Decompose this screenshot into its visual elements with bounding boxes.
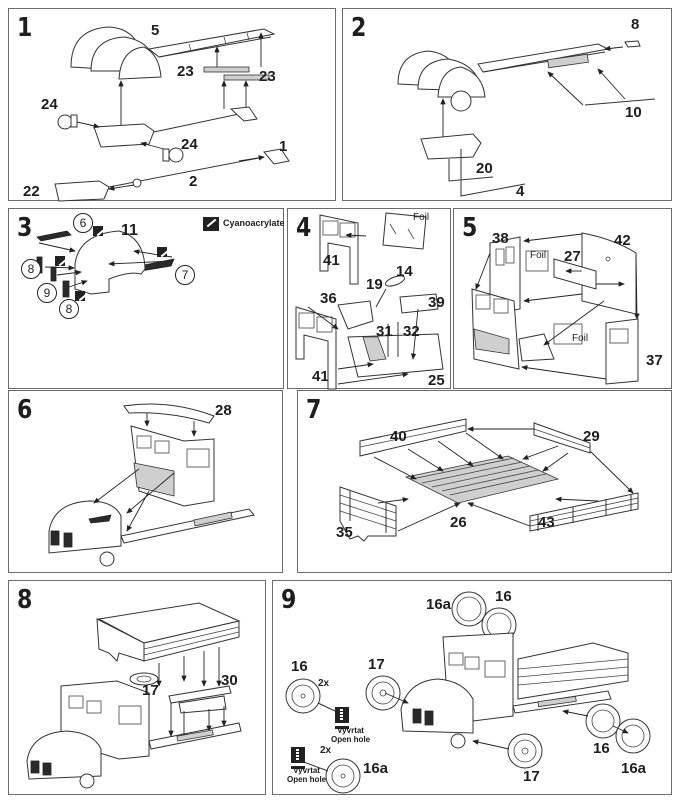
cyanoacrylate-legend-label: Cyanoacrylate (223, 218, 285, 228)
step-number: 6 (17, 395, 33, 425)
cyanoacrylate-glue-icon (203, 217, 219, 231)
cyanoacrylate-glue-icon (75, 291, 85, 301)
part-label-23: 23 (259, 68, 276, 85)
part-label-25: 25 (428, 372, 445, 389)
part-label-17: 17 (523, 768, 540, 785)
part-label-31: 31 (376, 323, 393, 340)
part-label-42: 42 (614, 232, 631, 249)
part-label-17: 17 (142, 682, 159, 699)
drill-note-en: Open hole (287, 774, 327, 784)
part-label-35: 35 (336, 524, 353, 541)
part-label-41: 41 (323, 252, 340, 269)
part-label-29: 29 (583, 428, 600, 445)
chassis-with-axle-illustration (397, 40, 656, 197)
part-label-16a: 16a (621, 760, 647, 777)
cargo-bed-illustration (339, 418, 639, 542)
part-label-16: 16 (593, 740, 610, 757)
cyanoacrylate-glue-icon (93, 226, 103, 236)
part-label-9: 9 (37, 283, 57, 303)
part-label-14: 14 (396, 263, 413, 280)
part-label-4: 4 (516, 183, 525, 200)
part-label-19: 19 (366, 276, 383, 293)
part-label-37: 37 (646, 352, 663, 369)
foil-label: Foil (413, 212, 430, 223)
step-number: 8 (17, 585, 33, 615)
step-3-panel: 3 Cyanoacrylate 6 11 7 8 9 8 (8, 208, 285, 389)
part-label-27: 27 (564, 248, 581, 265)
part-label-22: 22 (23, 183, 40, 200)
step-5-panel: 5 38 42 Foil 27 Foil 37 (453, 208, 672, 389)
part-label-28: 28 (215, 402, 232, 419)
wheels-assembly-illustration (285, 591, 651, 794)
foil-label: Foil (530, 250, 547, 261)
cab-walls-illustration (471, 232, 640, 385)
part-label-24: 24 (41, 96, 58, 113)
chassis-frame-illustration (54, 26, 290, 202)
part-label-11: 11 (121, 222, 138, 239)
part-label-17: 17 (368, 656, 385, 673)
step-number: 4 (296, 213, 312, 243)
part-label-26: 26 (450, 514, 467, 531)
drill-note-cz: Vyvrtat (293, 766, 320, 775)
part-label-6: 6 (73, 213, 93, 233)
part-label-16: 16 (495, 588, 512, 605)
step-6-panel: 6 28 (8, 390, 283, 573)
drill-note-cz: Vyvrtat (337, 726, 364, 735)
part-label-2: 2 (189, 173, 198, 190)
step-number: 1 (17, 13, 33, 43)
part-label-36: 36 (320, 290, 337, 307)
part-label-16a: 16a (426, 596, 452, 613)
drill-note-en: Open hole (331, 734, 371, 744)
part-label-8: 8 (59, 299, 79, 319)
step-4-panel: 4 Foil 41 14 19 36 39 31 32 41 25 (287, 208, 451, 390)
step-7-panel: 7 40 29 26 35 43 (297, 390, 672, 573)
part-label-16: 16 (291, 658, 308, 675)
step-8-panel: 8 17 30 (8, 580, 266, 795)
part-label-10: 10 (625, 104, 642, 121)
cab-mounting-illustration (48, 403, 255, 567)
drill-hole-icon (291, 747, 305, 766)
drill-hole-icon (335, 707, 349, 726)
part-label-23: 23 (177, 63, 194, 80)
part-label-40: 40 (390, 428, 407, 445)
part-label-39: 39 (428, 294, 445, 311)
part-label-7: 7 (175, 265, 195, 285)
part-label-38: 38 (492, 230, 509, 247)
front-fender-hood-illustration (36, 230, 175, 298)
drill-note: Vyvrtat Open hole (287, 766, 327, 785)
bed-mounting-illustration (26, 602, 242, 789)
part-label-30: 30 (221, 672, 238, 689)
part-label-5: 5 (151, 22, 160, 39)
cyanoacrylate-glue-icon (157, 247, 167, 257)
step-number: 7 (306, 395, 322, 425)
foil-label: Foil (572, 333, 589, 344)
step-number: 3 (17, 213, 33, 243)
part-label-32: 32 (403, 323, 420, 340)
cab-interior-illustration (295, 212, 444, 390)
quantity-2x-label: 2x (318, 678, 330, 689)
part-label-16a: 16a (363, 760, 389, 777)
part-label-8: 8 (631, 16, 640, 33)
step-2-panel: 2 8 10 20 4 (342, 8, 672, 201)
part-label-24: 24 (181, 136, 198, 153)
part-label-20: 20 (476, 160, 493, 177)
part-label-41: 41 (312, 368, 329, 385)
cyanoacrylate-glue-icon (55, 256, 65, 266)
quantity-2x-label: 2x (320, 745, 332, 756)
part-label-1: 1 (279, 138, 288, 155)
step-9-panel: 9 16a 16 16 2x 17 2x 16a 16 (272, 580, 672, 795)
step-number: 2 (351, 13, 367, 43)
step-1-panel: 1 5 23 23 24 2 (8, 8, 336, 202)
part-label-8: 8 (21, 259, 41, 279)
part-label-43: 43 (538, 514, 555, 531)
step-number: 5 (462, 213, 478, 243)
drill-note: Vyvrtat Open hole (331, 726, 371, 745)
step-number: 9 (281, 585, 297, 615)
